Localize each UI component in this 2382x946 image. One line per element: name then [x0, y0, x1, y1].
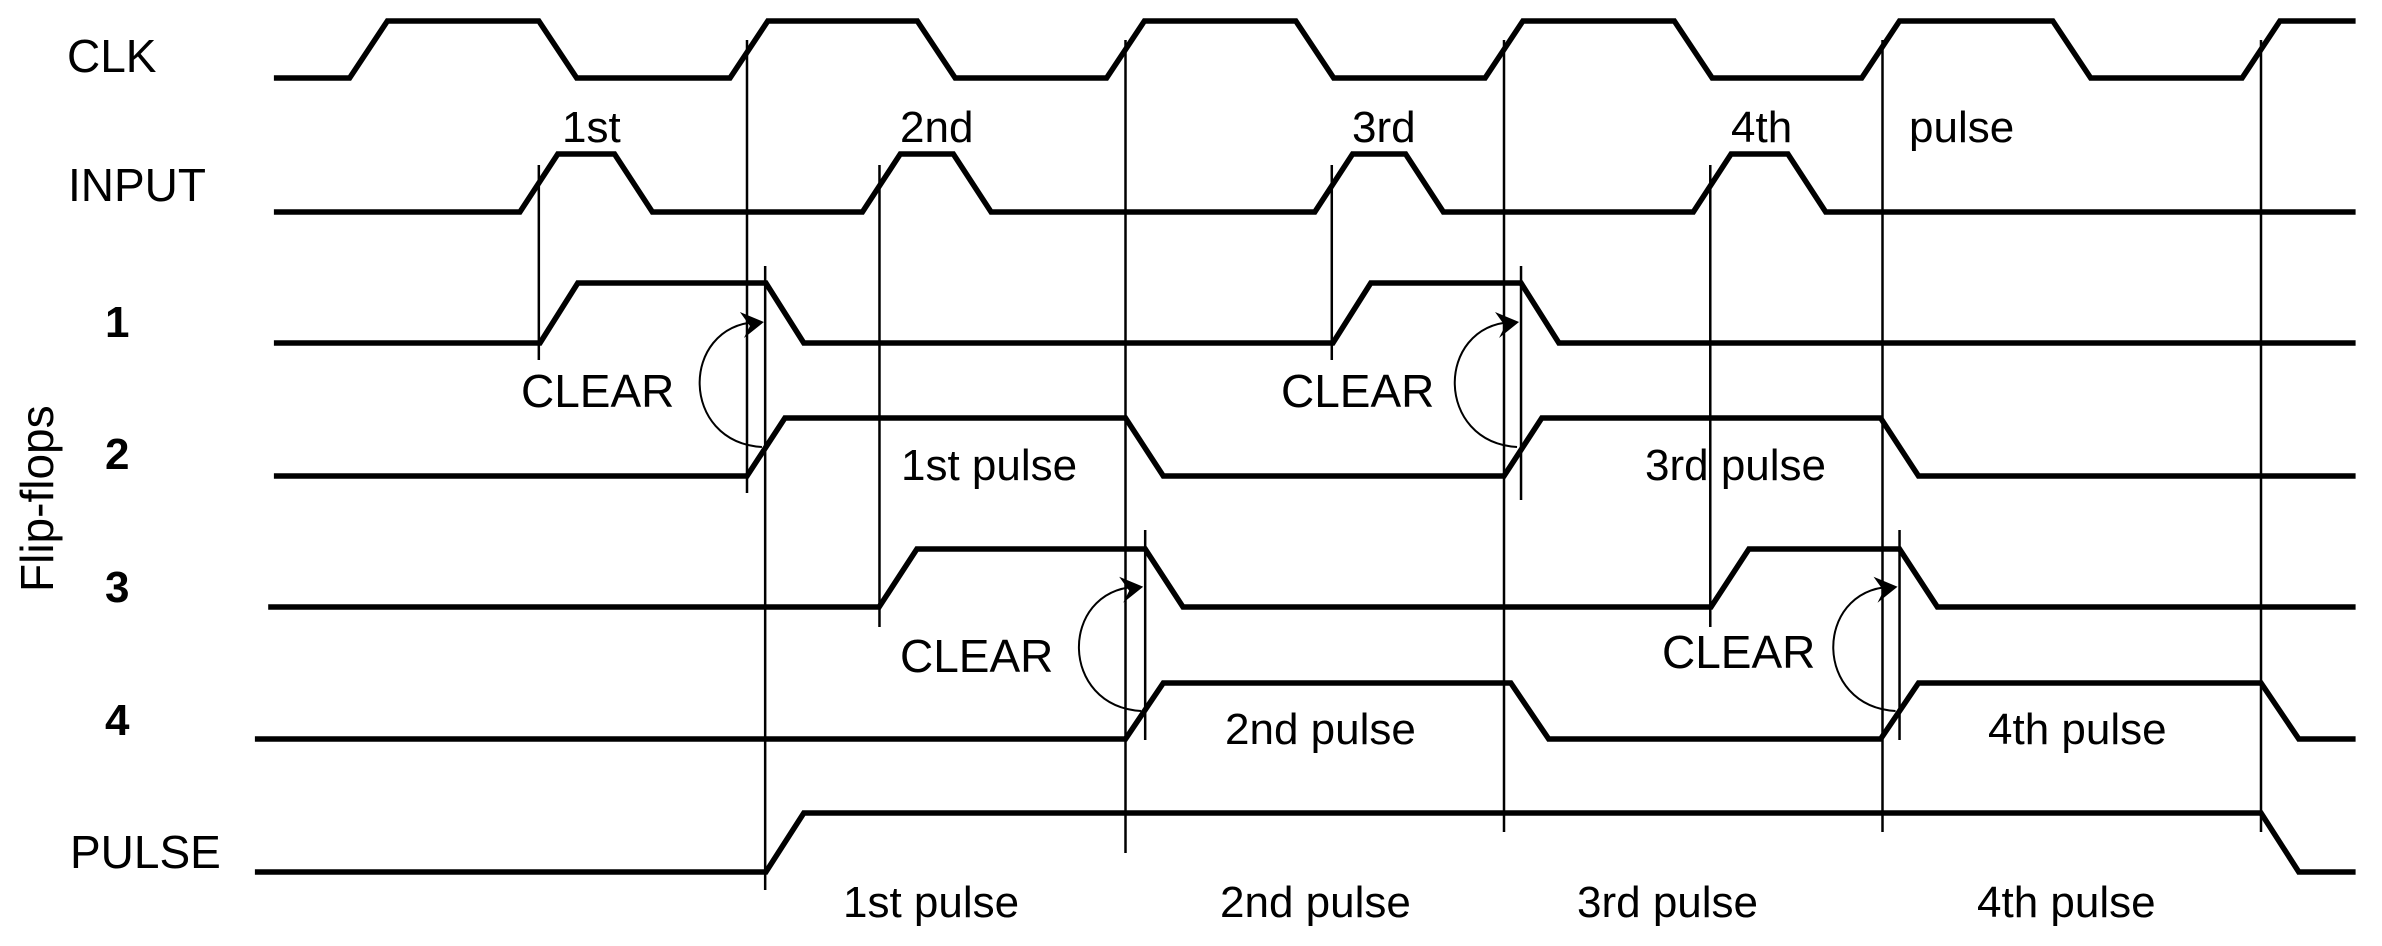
input-label-2nd: 2nd [900, 103, 973, 152]
waveform-ff3 [268, 546, 2356, 610]
clear-label-4: CLEAR [1662, 626, 1815, 678]
clear-label-3: CLEAR [900, 630, 1053, 682]
clear-arc-1 [698, 321, 762, 448]
row-label-ff1: 1 [105, 298, 129, 347]
waveform-clk [273, 18, 2356, 81]
group-label-flip-flops: Flip-flops [11, 405, 63, 592]
row-label-ff3: 3 [105, 563, 129, 612]
clear-arc-3 [1078, 585, 1142, 712]
row-label-ff2: 2 [105, 430, 129, 479]
waveform-ff2 [273, 415, 2356, 479]
input-label-3rd: 3rd [1352, 103, 1416, 152]
input-label-1st: 1st [562, 103, 621, 152]
output-pulse-label-2nd: 2nd pulse [1220, 878, 1411, 927]
clear-arrowhead-1 [739, 312, 764, 338]
clear-label-2: CLEAR [1281, 365, 1434, 417]
waveform-ff1 [273, 280, 2356, 346]
ff2-pulse-label-3rd: 3rd pulse [1645, 441, 1826, 490]
clear-arc-4 [1832, 585, 1896, 712]
ff4-pulse-label-2nd: 2nd pulse [1225, 705, 1416, 754]
input-label-4th: 4th [1731, 103, 1792, 152]
row-label-pulse: PULSE [70, 826, 221, 878]
clear-arc-2 [1453, 321, 1518, 448]
output-pulse-label-4th: 4th pulse [1977, 878, 2156, 927]
row-label-input: INPUT [68, 159, 206, 211]
input-label-pulse: pulse [1909, 103, 2014, 152]
waveform-input [273, 151, 2356, 215]
waveforms [254, 18, 2356, 875]
ff2-pulse-label-1st: 1st pulse [901, 441, 1077, 490]
clear-arcs [698, 312, 1898, 712]
row-label-clk: CLK [67, 30, 157, 82]
ff4-pulse-label-4th: 4th pulse [1988, 705, 2167, 754]
clear-arrowhead-2 [1495, 312, 1520, 338]
marker-lines [537, 40, 2263, 890]
row-label-ff4: 4 [105, 696, 130, 745]
output-pulse-label-3rd: 3rd pulse [1577, 878, 1758, 927]
clear-arrowhead-3 [1119, 576, 1144, 603]
waveform-pulse [254, 810, 2356, 875]
output-pulse-label-1st: 1st pulse [843, 878, 1019, 927]
waveform-ff4 [254, 680, 2356, 742]
clear-arrowhead-4 [1873, 576, 1898, 603]
clear-label-1: CLEAR [521, 365, 674, 417]
